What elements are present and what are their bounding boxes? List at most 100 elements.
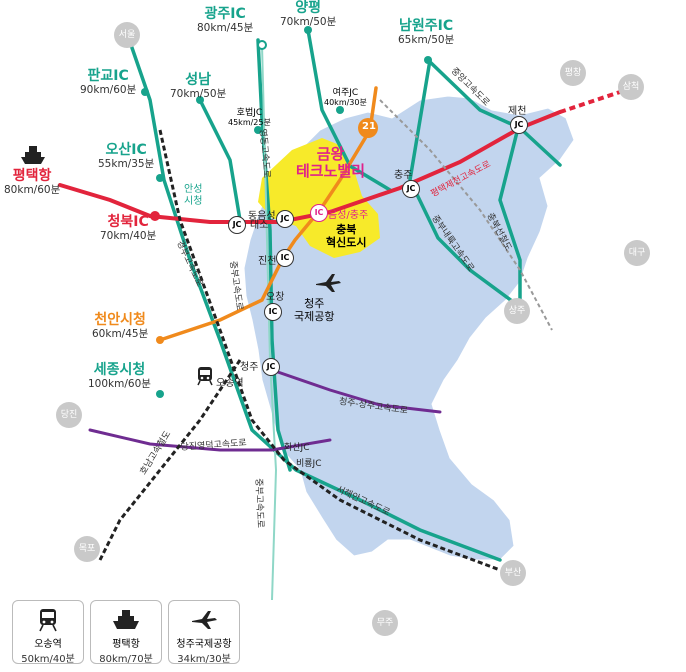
osan-ic-dot: [156, 174, 164, 182]
anseong-line2: 시청: [184, 195, 203, 207]
legend-pyeongtaek: 평택항 80km/70분: [90, 600, 162, 665]
legend-pyeongtaek-name: 평택항: [112, 639, 140, 650]
sejong-label: 세종시청 100km/60분: [88, 362, 151, 390]
geumwang-line1: 금왕: [316, 145, 345, 163]
chungju-jc-marker: JC: [402, 180, 420, 198]
yangpyeong-dot: [304, 26, 312, 34]
daeso-jc-marker: JC: [276, 210, 294, 228]
airport-line1: 청주: [304, 297, 325, 310]
pyeongtaek-port-name: 평택항: [12, 168, 52, 184]
legend-airport: 청주국제공항 34km/30분: [168, 600, 240, 665]
hwasan-jc-label: 화산JC: [284, 443, 310, 453]
jecheon-label: 제천: [508, 106, 527, 117]
ochang-ic-marker: IC: [264, 303, 282, 321]
seongnam-label: 성남 70km/50분: [170, 72, 226, 100]
pangyo-ic-label: 판교IC 90km/60분: [80, 68, 136, 96]
sejong-dot: [156, 390, 164, 398]
gwangju-ic-dist: 80km/45분: [197, 22, 254, 35]
jecheon-jc-marker: JC: [510, 116, 528, 134]
osong-station-label: 오송역: [216, 378, 244, 389]
osan-ic-dist: 55km/35분: [98, 158, 155, 171]
legend-airport-dist: 34km/30분: [177, 654, 231, 665]
legend-osong: 오송역 50km/40분: [12, 600, 84, 665]
yangpyeong-name: 양평: [295, 0, 321, 16]
ship-icon-map: [20, 144, 46, 170]
gwangju-ic-label: 광주IC 80km/45분: [197, 6, 253, 34]
namwonju-ic-dot: [424, 56, 432, 64]
highway-seongnam-line: [198, 98, 242, 222]
pangyo-ic-name: 판교IC: [87, 68, 129, 84]
yangpyeong-dist: 70km/50분: [280, 16, 337, 29]
city-muju: 무주: [372, 610, 398, 636]
city-mokpo: 목포: [74, 536, 100, 562]
cheonan-name: 천안시청: [94, 312, 146, 328]
pangyo-ic-dot: [141, 88, 149, 96]
pyeongtaek-port-label: 평택항 80km/60분: [4, 168, 60, 196]
train-icon-map: [196, 366, 214, 390]
innocity-line2: 혁신도시: [326, 235, 367, 249]
legend-airport-name: 청주국제공항: [176, 639, 232, 650]
jincheon-label: 진천: [258, 256, 277, 267]
gwangju-ic-name: 광주IC: [204, 6, 246, 22]
seongnam-name: 성남: [185, 72, 211, 88]
road-cheonan-line: [158, 256, 285, 342]
ochang-label: 오창: [266, 292, 285, 303]
cheongju-jc-marker: JC: [262, 358, 280, 376]
geumwang-technovalley-area: [258, 138, 380, 258]
highway-pyeongtaek-jecheon-planned: [559, 90, 621, 114]
daeso-label: 대소: [250, 220, 269, 231]
yeoju-jc-name: 여주JC: [332, 88, 359, 98]
geumwang-ic-marker: IC: [310, 204, 328, 222]
chungju-label: 충주: [394, 170, 413, 181]
railway-honam: [98, 359, 242, 561]
jincheon-ic-marker: IC: [276, 249, 294, 267]
legend-osong-name: 오송역: [34, 639, 62, 650]
ship-icon: [91, 605, 161, 635]
cheongbuk-ic-dot: [150, 211, 160, 221]
highway-cheongju-sangju: [498, 118, 522, 307]
airplane-icon: [169, 605, 239, 635]
seongnam-dot: [196, 96, 204, 104]
sejong-name: 세종시청: [93, 362, 146, 378]
pyeongtaek-port-dist: 80km/60분: [4, 184, 61, 197]
city-samcheok: 삼척: [618, 74, 644, 100]
yeoju-jc-dot: [336, 106, 344, 114]
seongnam-dist: 70km/50분: [170, 88, 227, 101]
anseong-label: 안성 시청: [184, 184, 202, 207]
city-pyeongchang: 평창: [560, 60, 586, 86]
hobeop-jc-dot: [254, 126, 262, 134]
dongeumseong-label: 동음성: [248, 211, 276, 222]
train-icon: [13, 605, 83, 635]
legend-pyeongtaek-dist: 80km/70분: [99, 654, 153, 665]
cheonan-dist: 60km/45분: [92, 328, 149, 341]
airplane-icon: [314, 272, 342, 298]
city-dangjin: 당진: [56, 402, 82, 428]
anseong-line1: 안성: [184, 184, 203, 195]
cheongbuk-ic-name: 청북IC: [107, 214, 149, 230]
airport-label: 청주 국제공항: [294, 297, 334, 323]
birong-jc-label: 비룡JC: [296, 459, 322, 469]
gwangju-ic-dot: [257, 40, 267, 50]
yangpyeong-label: 양평 70km/50분: [280, 0, 336, 28]
yeoju-jc-dist: 40km/30분: [324, 98, 367, 108]
namwonju-ic-label: 남원주IC 65km/50분: [398, 18, 454, 46]
yeoju-jc-label: 여주JC 40km/30분: [324, 88, 367, 108]
geumwang-technovalley-label: 금왕 테크노밸리: [296, 145, 365, 181]
city-daegu: 대구: [624, 240, 650, 266]
namwonju-ic-name: 남원주IC: [399, 18, 454, 34]
hobeop-jc-label: 호법JC 45km/25분: [228, 108, 271, 128]
osan-ic-label: 오산IC 55km/35분: [98, 142, 154, 170]
cheonan-label: 천안시청 60km/45분: [92, 312, 148, 340]
railway-chungbuk: [379, 99, 553, 331]
cheongju-label: 청주: [240, 362, 259, 373]
highway-pangyo-line: [128, 40, 502, 562]
hobeop-jc-name: 호법JC: [236, 108, 263, 118]
railway-gyeongbu: [158, 129, 501, 572]
sejong-dist: 100km/60분: [88, 378, 151, 391]
highway-jungang: [426, 58, 562, 167]
geumwang-ic-name: 음성/충주: [328, 210, 369, 221]
cheongbuk-ic-dist: 70km/40분: [100, 230, 157, 243]
highway-pyeongtaek-jecheon: [58, 110, 562, 224]
innocity-label: 충북 혁신도시: [326, 223, 367, 249]
namwonju-ic-dist: 65km/50분: [398, 34, 455, 47]
